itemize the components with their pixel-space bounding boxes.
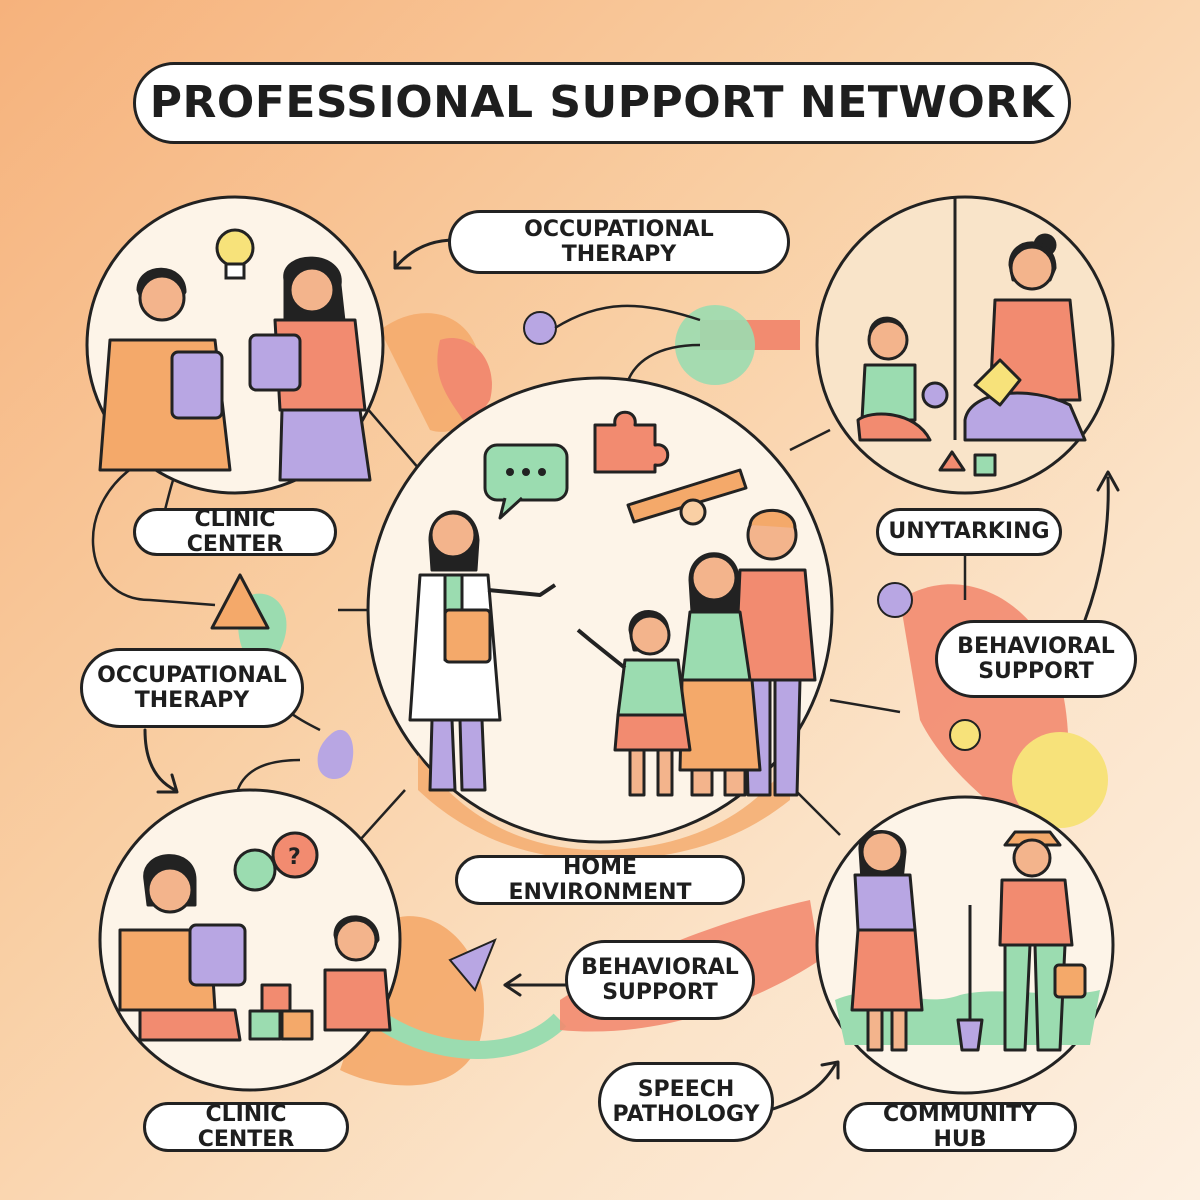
speech-bubble-icon [483,443,569,520]
label-community-hub: COMMUNITY HUB [843,1102,1077,1152]
svg-text:?: ? [288,845,301,870]
label-occupational-therapy-left: OCCUPATIONAL THERAPY [80,648,304,728]
lightbulb-icon [215,228,255,280]
balance-board [626,468,748,526]
family-figures [576,508,817,797]
home-environment-scene [366,376,834,860]
doctor-figure [408,510,557,792]
label-speech-pathology: SPEECH PATHOLOGY [598,1062,774,1142]
label-home-environment: HOME ENVIRONMENT [455,855,745,905]
community-hub-scene [815,795,1115,1095]
label-behavioral-support-right: BEHAVIORAL SUPPORT [935,620,1137,698]
page-title: PROFESSIONAL SUPPORT NETWORK [133,62,1071,144]
puzzle-piece-icon [593,410,670,474]
label-occupational-therapy-top: OCCUPATIONAL THERAPY [448,210,790,274]
label-clinic-center-bottom: CLINIC CENTER [143,1102,349,1152]
label-clinic-center-top: CLINIC CENTER [133,507,337,557]
label-unytarking: UNYTARKING [876,508,1062,556]
question-bubble-icon: ? [233,831,319,892]
label-behavioral-support-bottom: BEHAVIORAL SUPPORT [565,940,755,1020]
clinic-center-scene-bottom: ? [98,788,402,1092]
play-scene [815,195,1115,495]
clinic-center-scene-top [85,195,385,495]
